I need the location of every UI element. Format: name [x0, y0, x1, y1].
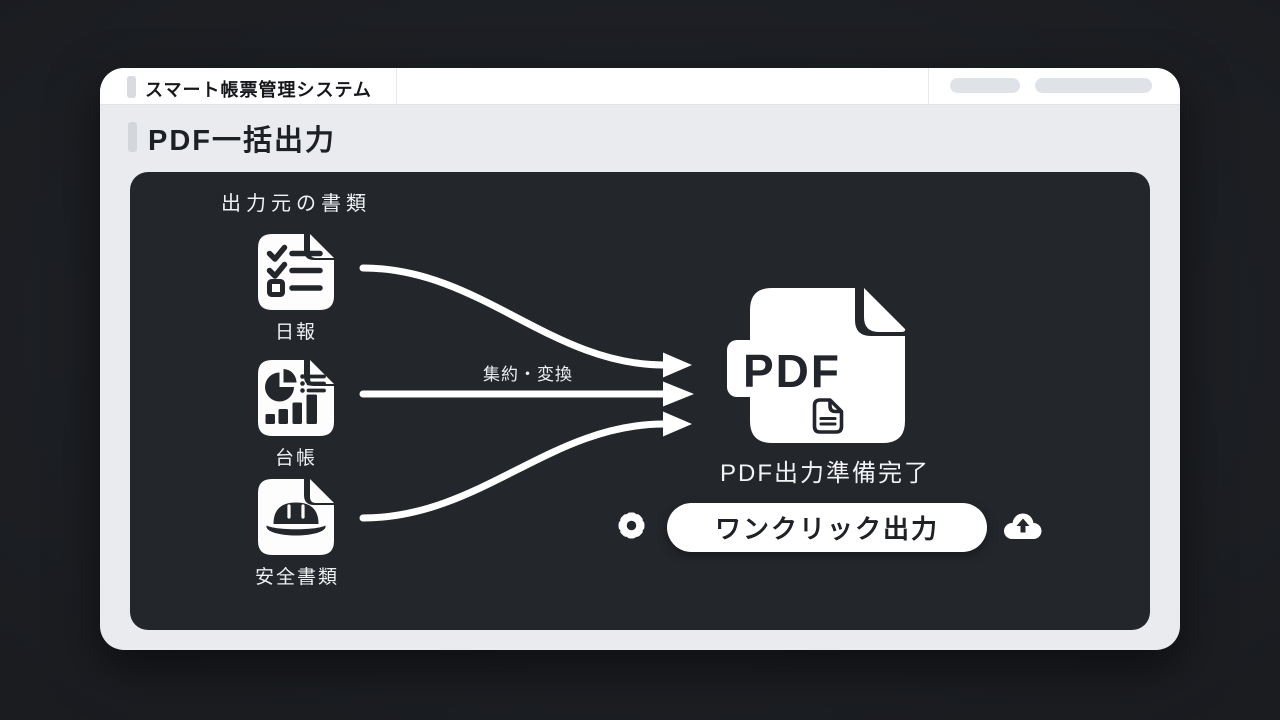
title-bar: スマート帳票管理システム — [100, 68, 1180, 105]
mini-document-glyph — [812, 398, 844, 434]
flow-arrows — [359, 264, 694, 522]
page-title: PDF一括出力 — [148, 125, 337, 157]
source-doc-label: 日報 — [274, 322, 317, 343]
title-bar-divider — [396, 68, 397, 104]
source-doc-safety: 安全書類 — [255, 477, 337, 589]
checklist-document-icon — [258, 234, 334, 310]
source-doc-label: 安全書類 — [255, 567, 340, 588]
toolbar-placeholder-button[interactable] — [950, 78, 1020, 93]
pdf-badge-text: PDF — [743, 345, 841, 397]
pdf-status-text: PDF出力準備完了 — [720, 460, 930, 487]
export-flow-panel: 出力元の書類 日報 — [130, 172, 1150, 630]
pdf-document-icon: PDF — [727, 288, 906, 443]
heading-accent-bar — [128, 122, 137, 152]
toolbar-placeholder-button[interactable] — [1035, 78, 1152, 93]
gear-icon[interactable] — [617, 511, 646, 540]
one-click-export-button[interactable]: ワンクリック出力 — [667, 503, 987, 552]
title-bar-divider — [928, 68, 929, 104]
source-doc-ledger: 台帳 — [255, 358, 337, 470]
title-accent-bar — [127, 76, 136, 98]
helmet-document-icon — [258, 479, 334, 555]
flow-label: 集約・変換 — [483, 365, 573, 384]
sources-label: 出力元の書類 — [221, 193, 371, 215]
cloud-upload-icon[interactable] — [1001, 512, 1043, 540]
app-title: スマート帳票管理システム — [145, 80, 372, 100]
app-window: スマート帳票管理システム PDF一括出力 出力元の書類 — [100, 68, 1180, 650]
source-doc-label: 台帳 — [274, 448, 317, 469]
source-doc-daily-report: 日報 — [255, 232, 337, 344]
chart-document-icon — [258, 360, 334, 436]
